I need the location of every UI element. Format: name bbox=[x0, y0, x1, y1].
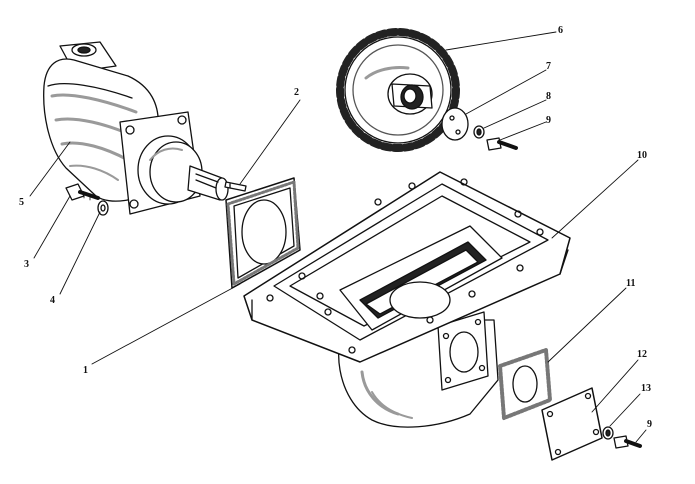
callout-label-10: 10 bbox=[637, 150, 647, 161]
callout-label-5: 5 bbox=[19, 197, 24, 208]
lock-plate-part-7 bbox=[441, 107, 469, 141]
gear-part-6 bbox=[336, 28, 460, 152]
callout-label-3: 3 bbox=[24, 259, 29, 270]
callout-label-11: 11 bbox=[626, 278, 636, 289]
callout-label-12: 12 bbox=[637, 349, 647, 360]
hydraulic-motor-part-5 bbox=[43, 41, 229, 215]
housing-part-10 bbox=[243, 171, 571, 428]
cover-plate-part-12 bbox=[541, 387, 603, 461]
callout-label-1: 1 bbox=[83, 365, 88, 376]
callout-label-7: 7 bbox=[546, 61, 551, 72]
cover-gasket-part-11 bbox=[498, 348, 552, 420]
leader-lines bbox=[29, 31, 647, 443]
bolt-part-9-upper bbox=[486, 137, 518, 151]
bolt-part-9-lower bbox=[613, 435, 642, 449]
callout-label-4: 4 bbox=[50, 295, 55, 306]
lock-washer-part-8 bbox=[473, 125, 485, 139]
gasket-part-1 bbox=[225, 177, 301, 289]
callout-label-2: 2 bbox=[294, 87, 299, 98]
washer-part-13 bbox=[602, 426, 614, 440]
callout-label-9-upper: 9 bbox=[546, 115, 551, 126]
callout-label-13: 13 bbox=[641, 383, 651, 394]
callout-label-6: 6 bbox=[558, 25, 563, 36]
callout-label-9-lower: 9 bbox=[647, 419, 652, 430]
callout-label-8: 8 bbox=[546, 91, 551, 102]
key-pin-part-2 bbox=[224, 181, 247, 192]
washer-part-4 bbox=[97, 200, 109, 216]
